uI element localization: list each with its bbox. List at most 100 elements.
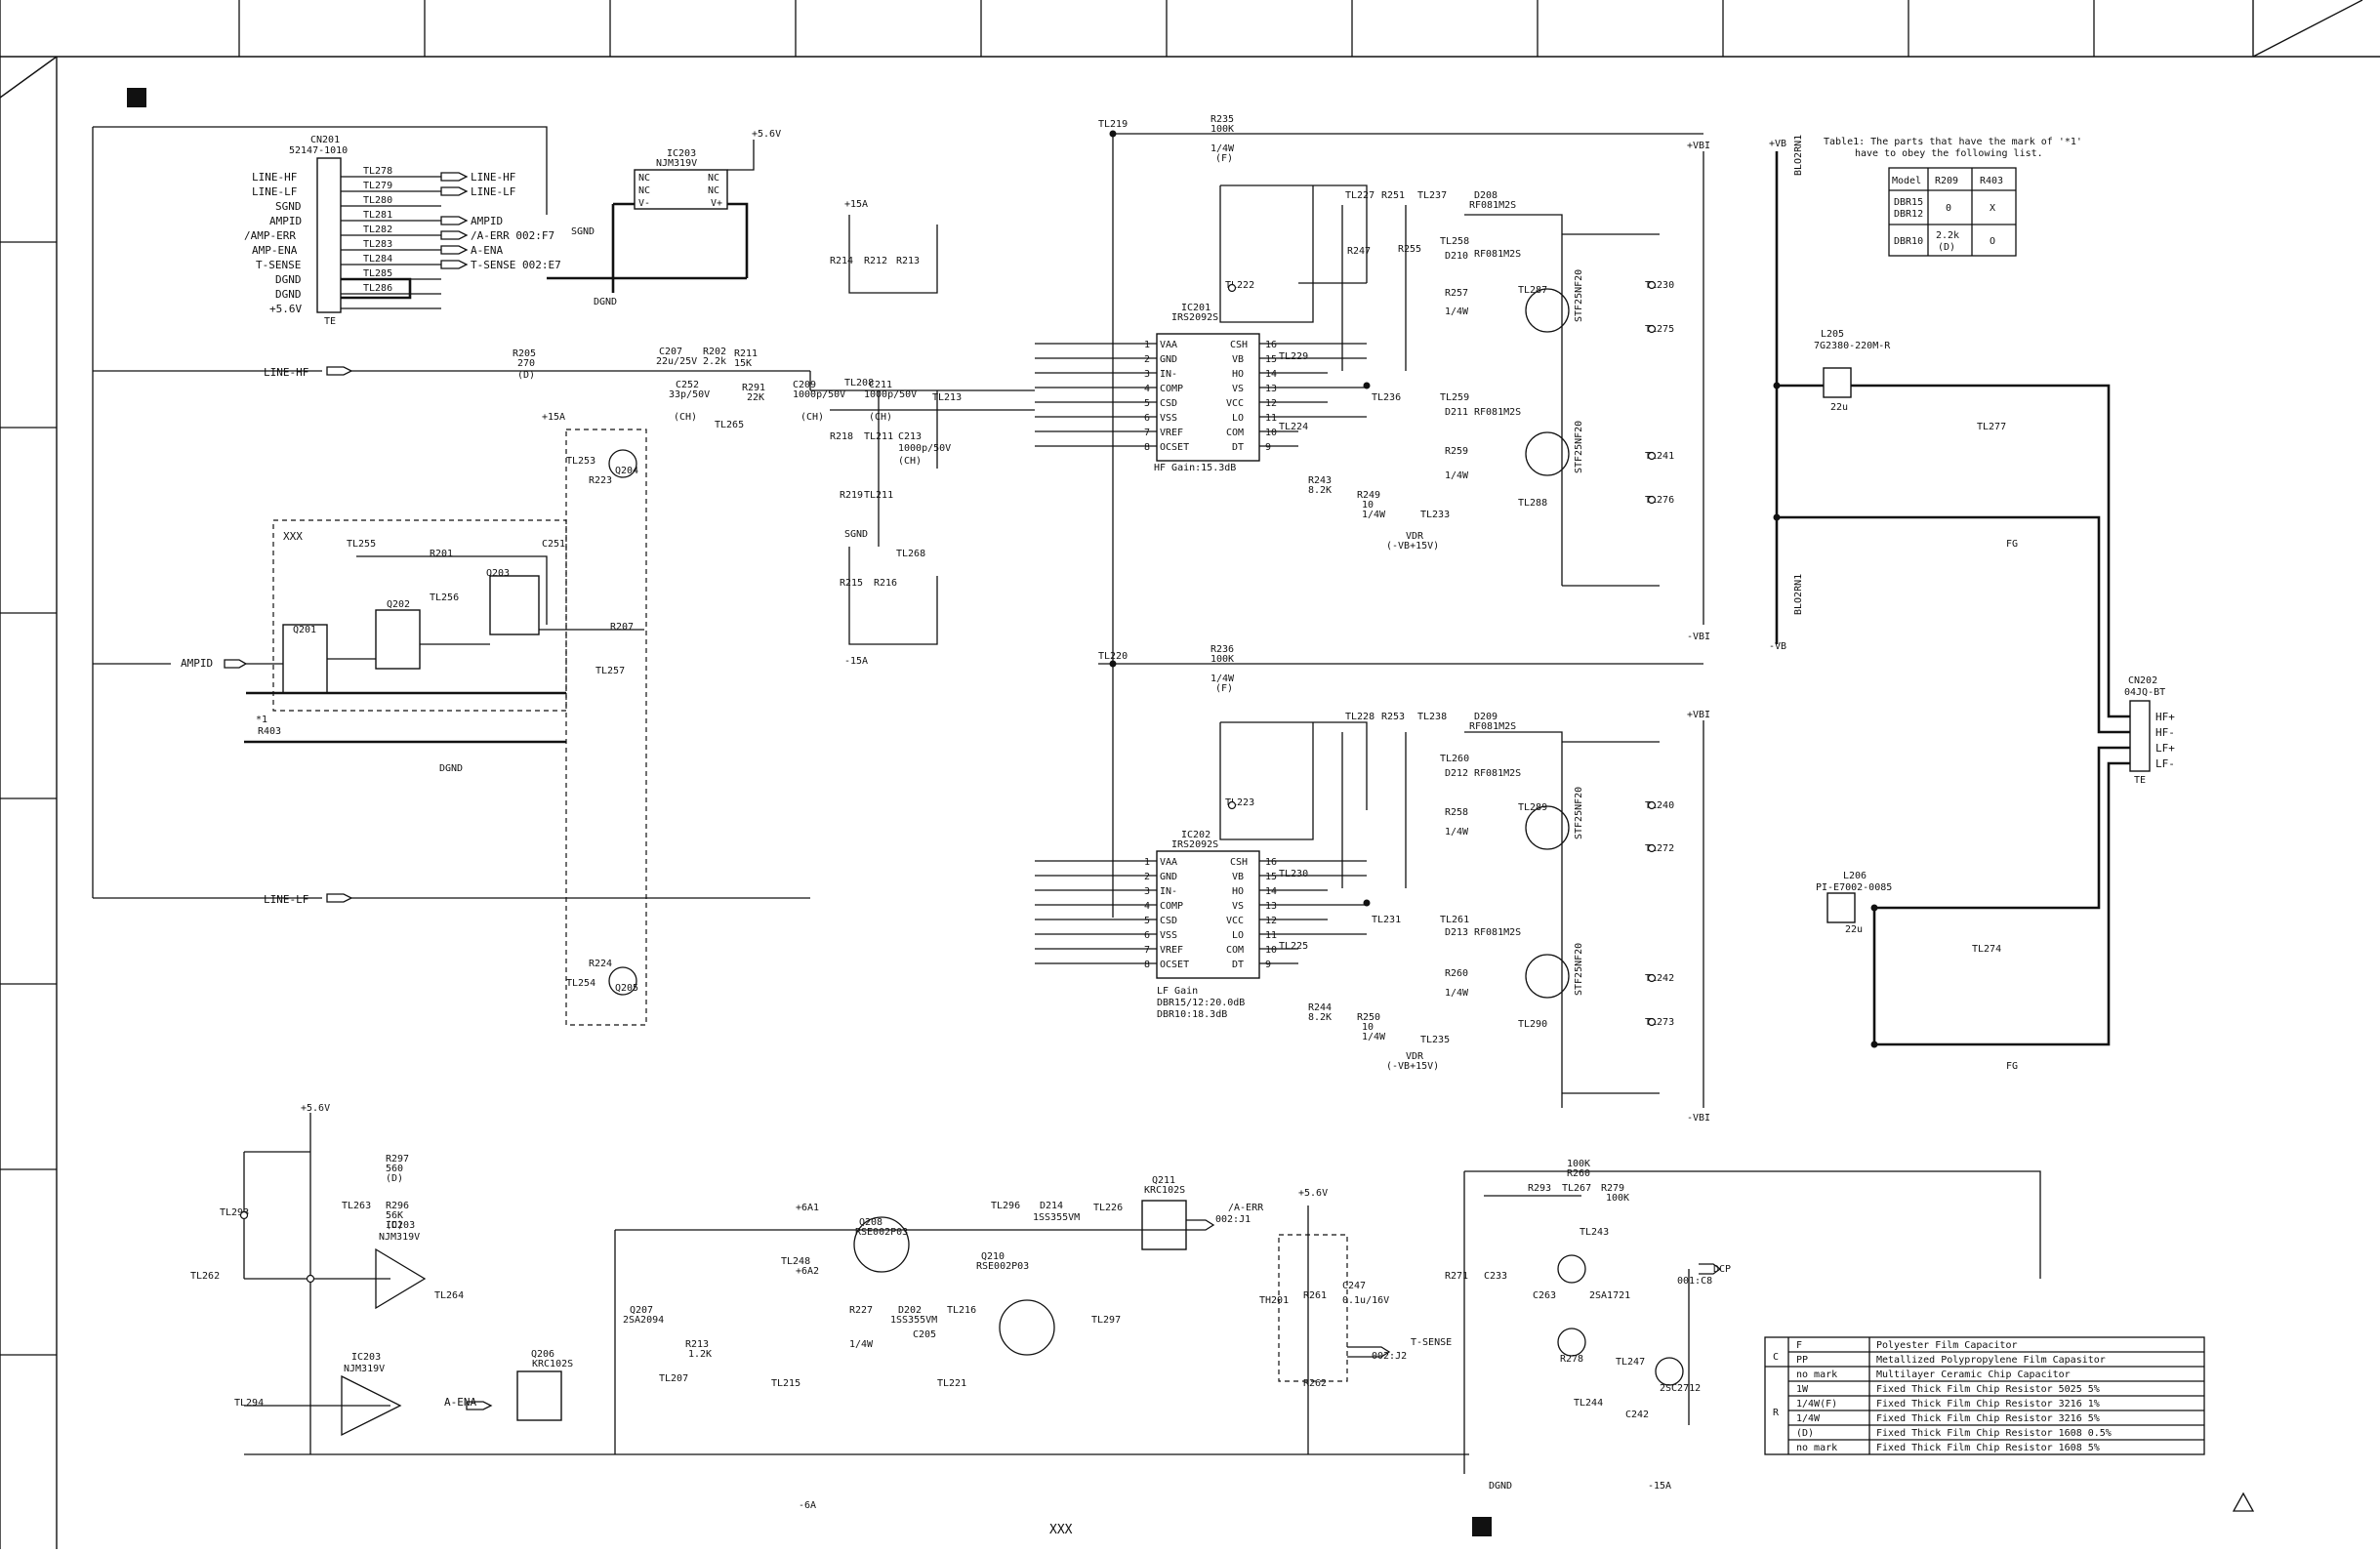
svg-text:TL224: TL224 xyxy=(1279,422,1308,432)
mute-block-marker: XXX xyxy=(283,530,303,543)
svg-text:R235: R235 xyxy=(1211,114,1234,125)
svg-text:TL228: TL228 xyxy=(1345,712,1375,722)
svg-text:TL211: TL211 xyxy=(864,490,893,501)
svg-text:R214: R214 xyxy=(830,256,853,266)
table1-header-r403: R403 xyxy=(1980,176,2003,186)
flag-ampid: AMPID xyxy=(471,215,503,227)
ic202-ref: IC202 xyxy=(1181,830,1211,840)
vbneg-lf: -VBI xyxy=(1687,1113,1710,1124)
svg-text:(D): (D) xyxy=(1796,1428,1814,1439)
svg-text:6: 6 xyxy=(1144,413,1150,424)
svg-text:560: 560 xyxy=(386,1164,403,1174)
svg-text:1SS355VM: 1SS355VM xyxy=(890,1315,937,1326)
vbpos-hf: +VBI xyxy=(1687,141,1710,151)
svg-text:TL213: TL213 xyxy=(932,392,962,403)
svg-text:IN-: IN- xyxy=(1160,886,1177,897)
svg-text:R291: R291 xyxy=(742,383,765,393)
ic203b-ref: IC203 xyxy=(386,1220,415,1231)
svg-text:TL274: TL274 xyxy=(1972,944,2001,955)
svg-text:1/4W: 1/4W xyxy=(1211,143,1235,154)
svg-text:10: 10 xyxy=(1362,1022,1374,1033)
a-err-output: /A-ERR xyxy=(1228,1203,1264,1213)
svg-text:DT: DT xyxy=(1232,442,1244,453)
cn202-pin-hfp: HF+ xyxy=(2155,711,2175,723)
svg-text:2.2k: 2.2k xyxy=(1936,230,1959,241)
dcp-ref: 001:C8 xyxy=(1677,1276,1712,1287)
vdr-hf: VDR xyxy=(1406,531,1424,542)
cn201-te: TE xyxy=(324,316,336,327)
svg-text:D202: D202 xyxy=(898,1305,922,1316)
svg-text:TL277: TL277 xyxy=(1977,422,2006,432)
svg-text:TL231: TL231 xyxy=(1372,915,1401,925)
svg-text:16: 16 xyxy=(1265,340,1277,350)
ic203b-opamp xyxy=(375,1247,427,1310)
fg-hf: FG xyxy=(2006,539,2018,550)
svg-text:TL258: TL258 xyxy=(1440,236,1469,247)
svg-text:C242: C242 xyxy=(1625,1410,1649,1420)
svg-text:PP: PP xyxy=(1796,1355,1808,1366)
svg-text:6: 6 xyxy=(1144,930,1150,941)
a-ena-input: A-ENA xyxy=(444,1396,476,1409)
svg-text:TL275: TL275 xyxy=(1645,324,1674,335)
svg-text:TL255: TL255 xyxy=(347,539,376,550)
svg-text:TL257: TL257 xyxy=(595,666,625,676)
svg-text:VSS: VSS xyxy=(1160,930,1177,941)
svg-text:R247: R247 xyxy=(1347,246,1371,257)
svg-text:TL223: TL223 xyxy=(1225,797,1254,808)
svg-text:D214: D214 xyxy=(1040,1201,1063,1211)
svg-text:(F): (F) xyxy=(1215,683,1233,694)
svg-text:Metallized Polypropylene Film: Metallized Polypropylene Film Capasitor xyxy=(1876,1355,2106,1366)
cn201-pin-dgnd-2: DGND xyxy=(275,288,302,301)
svg-text:R202: R202 xyxy=(703,347,726,357)
svg-text:C233: C233 xyxy=(1484,1271,1507,1282)
svg-text:TL284: TL284 xyxy=(363,254,392,265)
svg-text:TL294: TL294 xyxy=(234,1398,264,1409)
svg-text:TL288: TL288 xyxy=(1518,498,1547,509)
sheet-marker-square xyxy=(127,88,146,107)
vbneg-hf: -VBI xyxy=(1687,632,1710,642)
minus15-bottom: -15A xyxy=(1648,1481,1671,1492)
l201-part: BLO2RN1 xyxy=(1793,135,1804,176)
svg-text:1: 1 xyxy=(1144,857,1150,868)
minus15-hf: -15A xyxy=(844,656,868,667)
q208-mosfet-icon xyxy=(853,1216,910,1273)
vdr-note-hf: (-VB+15V) xyxy=(1386,541,1439,552)
dgnd-label-top: DGND xyxy=(594,297,617,307)
cn201-pin-t-sense: T-SENSE xyxy=(256,259,301,271)
svg-text:R236: R236 xyxy=(1211,644,1234,655)
svg-text:COM: COM xyxy=(1226,428,1244,438)
svg-text:4: 4 xyxy=(1144,901,1150,912)
svg-text:15K: 15K xyxy=(734,358,752,369)
svg-text:L205: L205 xyxy=(1821,329,1844,340)
svg-text:DBR12: DBR12 xyxy=(1894,209,1923,220)
svg-text:8: 8 xyxy=(1144,960,1150,970)
table1-r403-dbr15: X xyxy=(1990,203,1995,214)
svg-text:R297: R297 xyxy=(386,1154,409,1165)
ic202-part: IRS2092S xyxy=(1171,839,1218,850)
svg-text:3: 3 xyxy=(1144,369,1150,380)
svg-text:Fixed Thick Film Chip Resistor: Fixed Thick Film Chip Resistor 5025 5% xyxy=(1876,1384,2100,1395)
svg-text:14: 14 xyxy=(1265,886,1277,897)
svg-text:TL265: TL265 xyxy=(715,420,744,430)
svg-text:VS: VS xyxy=(1232,901,1244,912)
svg-text:D211: D211 xyxy=(1445,407,1468,418)
svg-text:TL253: TL253 xyxy=(566,456,595,467)
vdr-lf: VDR xyxy=(1406,1051,1424,1062)
svg-text:TL259: TL259 xyxy=(1440,392,1469,403)
fg-lf: FG xyxy=(2006,1061,2018,1072)
svg-text:RF081M2S: RF081M2S xyxy=(1474,249,1521,260)
svg-text:V-: V- xyxy=(638,198,650,209)
svg-text:1/4W: 1/4W xyxy=(1211,674,1235,684)
ic203a-ref: IC203 xyxy=(667,148,696,159)
svg-text:TL227: TL227 xyxy=(1345,190,1375,201)
svg-text:TL208: TL208 xyxy=(844,378,874,388)
svg-text:22u/25V: 22u/25V xyxy=(656,356,697,367)
svg-text:TL225: TL225 xyxy=(1279,941,1308,952)
cn201-pin-5v6: +5.6V xyxy=(269,303,302,315)
svg-text:V+: V+ xyxy=(711,198,722,209)
plus15-hf: +15A xyxy=(844,199,868,210)
cn201-ref: CN201 xyxy=(310,135,340,145)
